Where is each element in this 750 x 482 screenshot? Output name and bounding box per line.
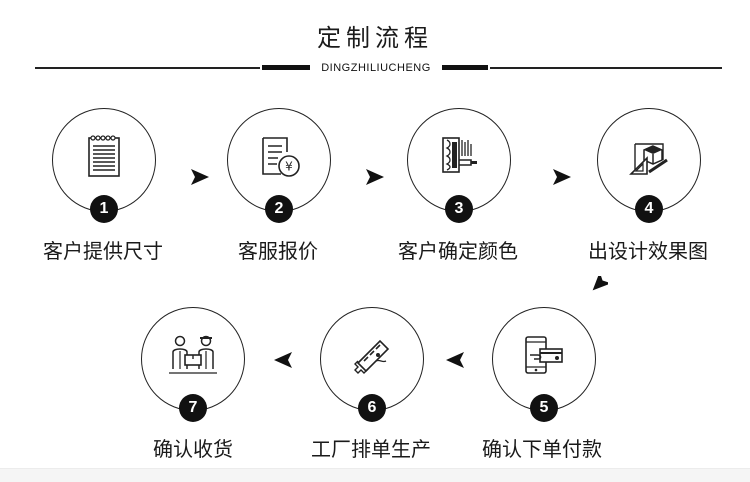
step-number-badge: 2 [265, 195, 293, 223]
divider-line-right [490, 67, 722, 69]
arrow-left-icon [274, 352, 292, 368]
divider-bar-left [262, 65, 310, 70]
step-1: 1 [52, 108, 156, 223]
delivery-handover-icon [169, 335, 217, 374]
step-number-badge: 4 [635, 195, 663, 223]
divider-line-left [35, 67, 260, 69]
arrow-right-icon [366, 169, 384, 185]
paint-swatch-icon [442, 137, 477, 173]
quote-document-yen-icon: ¥ [262, 137, 300, 177]
step-circle [320, 307, 424, 411]
arrow-right-icon [191, 169, 209, 185]
footer-band [0, 468, 750, 482]
step-3: 3 [407, 108, 511, 223]
step-label: 确认收货 [153, 437, 233, 461]
step-circle [52, 108, 156, 212]
step-5: 5 [492, 307, 596, 422]
arrow-left-icon [446, 352, 464, 368]
step-number-badge: 1 [90, 195, 118, 223]
arrow-right-icon [553, 169, 571, 185]
step-label: 确认下单付款 [482, 437, 602, 461]
step-label: 出设计效果图 [588, 239, 708, 263]
step-7: 7 [141, 307, 245, 422]
step-number-badge: 7 [179, 394, 207, 422]
design-drafting-icon [629, 143, 668, 175]
subtitle-divider: DINGZHILIUCHENG [0, 58, 750, 78]
step-6: 6 [320, 307, 424, 422]
page-title: 定制流程 [317, 24, 433, 52]
step-number-badge: 5 [530, 394, 558, 422]
step-number-badge: 6 [358, 394, 386, 422]
step-4: 4 [597, 108, 701, 223]
divider-bar-right [442, 65, 488, 70]
notepad-icon [88, 135, 120, 177]
step-label: 客户确定颜色 [398, 239, 518, 263]
step-circle [597, 108, 701, 212]
mobile-payment-icon [525, 336, 563, 374]
step-label: 客户提供尺寸 [43, 239, 163, 263]
step-2: ¥ 2 [227, 108, 331, 223]
step-number-badge: 3 [445, 195, 473, 223]
arrow-down-left-icon [592, 276, 608, 291]
step-label: 工厂排单生产 [311, 437, 431, 461]
step-label: 客服报价 [238, 239, 318, 263]
saw-cutting-icon [354, 339, 390, 374]
svg-text:¥: ¥ [285, 160, 293, 174]
page-subtitle: DINGZHILIUCHENG [321, 62, 431, 74]
